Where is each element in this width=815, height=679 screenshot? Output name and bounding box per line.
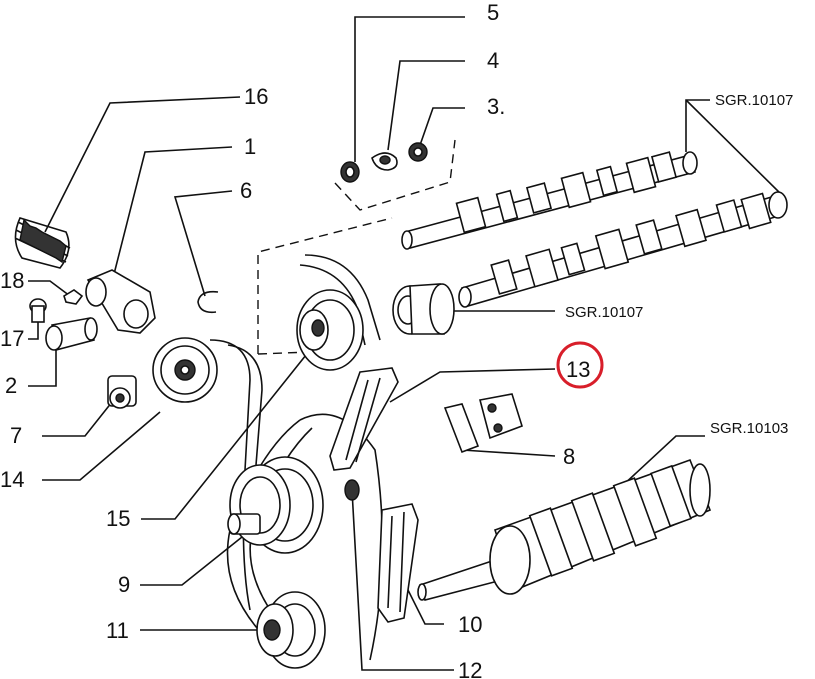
part-14-sprocket	[152, 337, 218, 403]
reference-camshaft-lower: SGR.10107	[565, 304, 643, 321]
camshaft-upper	[401, 151, 698, 250]
part-10-chain	[377, 503, 419, 623]
part-6-circlip	[197, 290, 219, 314]
part-7-bush	[107, 375, 137, 409]
reference-crankshaft: SGR.10103	[710, 420, 788, 437]
callout-1: 1	[244, 134, 256, 159]
callout-13: 13	[566, 357, 590, 382]
part-11-sprocket	[256, 591, 326, 669]
part-18-nut	[63, 289, 84, 305]
part-17-bolt	[29, 298, 47, 323]
part-2-bushing	[45, 317, 98, 351]
callout-18: 18	[0, 268, 24, 293]
callout-10: 10	[458, 612, 482, 637]
leader-lines	[28, 16, 786, 671]
callout-8: 8	[563, 444, 575, 469]
part-3-washer	[408, 142, 428, 162]
callout-3: 3.	[487, 94, 505, 119]
callout-12: 12	[458, 658, 482, 679]
callout-13-highlight-circle	[556, 341, 604, 389]
callout-11: 11	[106, 618, 129, 643]
callout-labels: 5 4 3. 16 1 6 18 17 2 7 14 15 9 11 8 10 …	[0, 0, 604, 679]
part-9-double-sprocket	[227, 456, 324, 554]
reference-camshaft-upper: SGR.10107	[715, 92, 793, 109]
callout-6: 6	[240, 178, 252, 203]
callout-2: 2	[5, 373, 17, 398]
part-8-chain-link	[443, 393, 523, 454]
callout-14: 14	[0, 467, 24, 492]
callout-16: 16	[244, 84, 268, 109]
callout-9: 9	[118, 572, 130, 597]
part-16-spring	[14, 217, 71, 269]
callout-7: 7	[10, 423, 22, 448]
crankshaft	[417, 458, 712, 601]
callout-15: 15	[106, 506, 130, 531]
callout-4: 4	[487, 48, 499, 73]
camshaft-lower	[458, 191, 788, 308]
part-13-chain	[329, 367, 399, 471]
callout-5: 5	[487, 0, 499, 25]
dashed-assembly-lines	[257, 139, 456, 355]
reference-codes: SGR.10107 SGR.10107 SGR.10103	[565, 92, 793, 437]
part-15-cam-sprocket	[296, 289, 364, 371]
cam-variator-pulley	[392, 283, 455, 335]
part-4-lock-washer	[371, 152, 398, 171]
part-1-tensioner	[85, 269, 156, 334]
callout-17: 17	[0, 326, 24, 351]
part-5-washer	[340, 161, 360, 183]
